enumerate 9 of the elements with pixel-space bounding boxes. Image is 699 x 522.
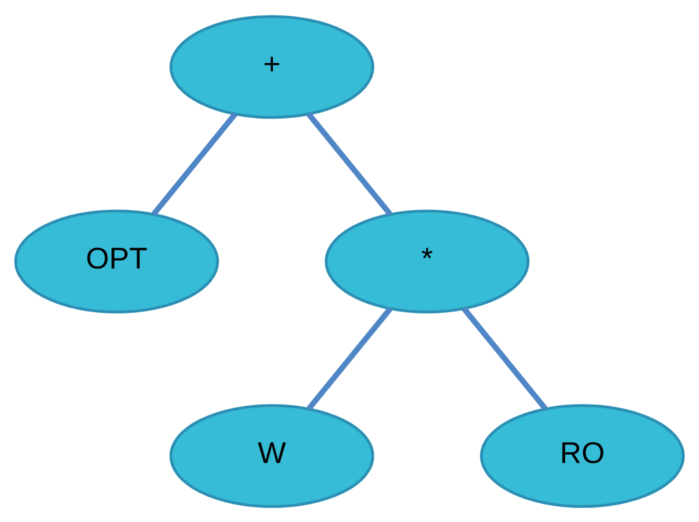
connector xyxy=(306,306,392,410)
connector xyxy=(152,112,238,216)
node-ellipse: * xyxy=(324,209,530,313)
node-ellipse: RO xyxy=(480,404,685,508)
connector xyxy=(306,112,392,216)
connector xyxy=(462,306,548,410)
node-ellipse: OPT xyxy=(14,209,220,313)
node-ellipse: W xyxy=(169,404,374,508)
node-ellipse: + xyxy=(169,14,374,118)
